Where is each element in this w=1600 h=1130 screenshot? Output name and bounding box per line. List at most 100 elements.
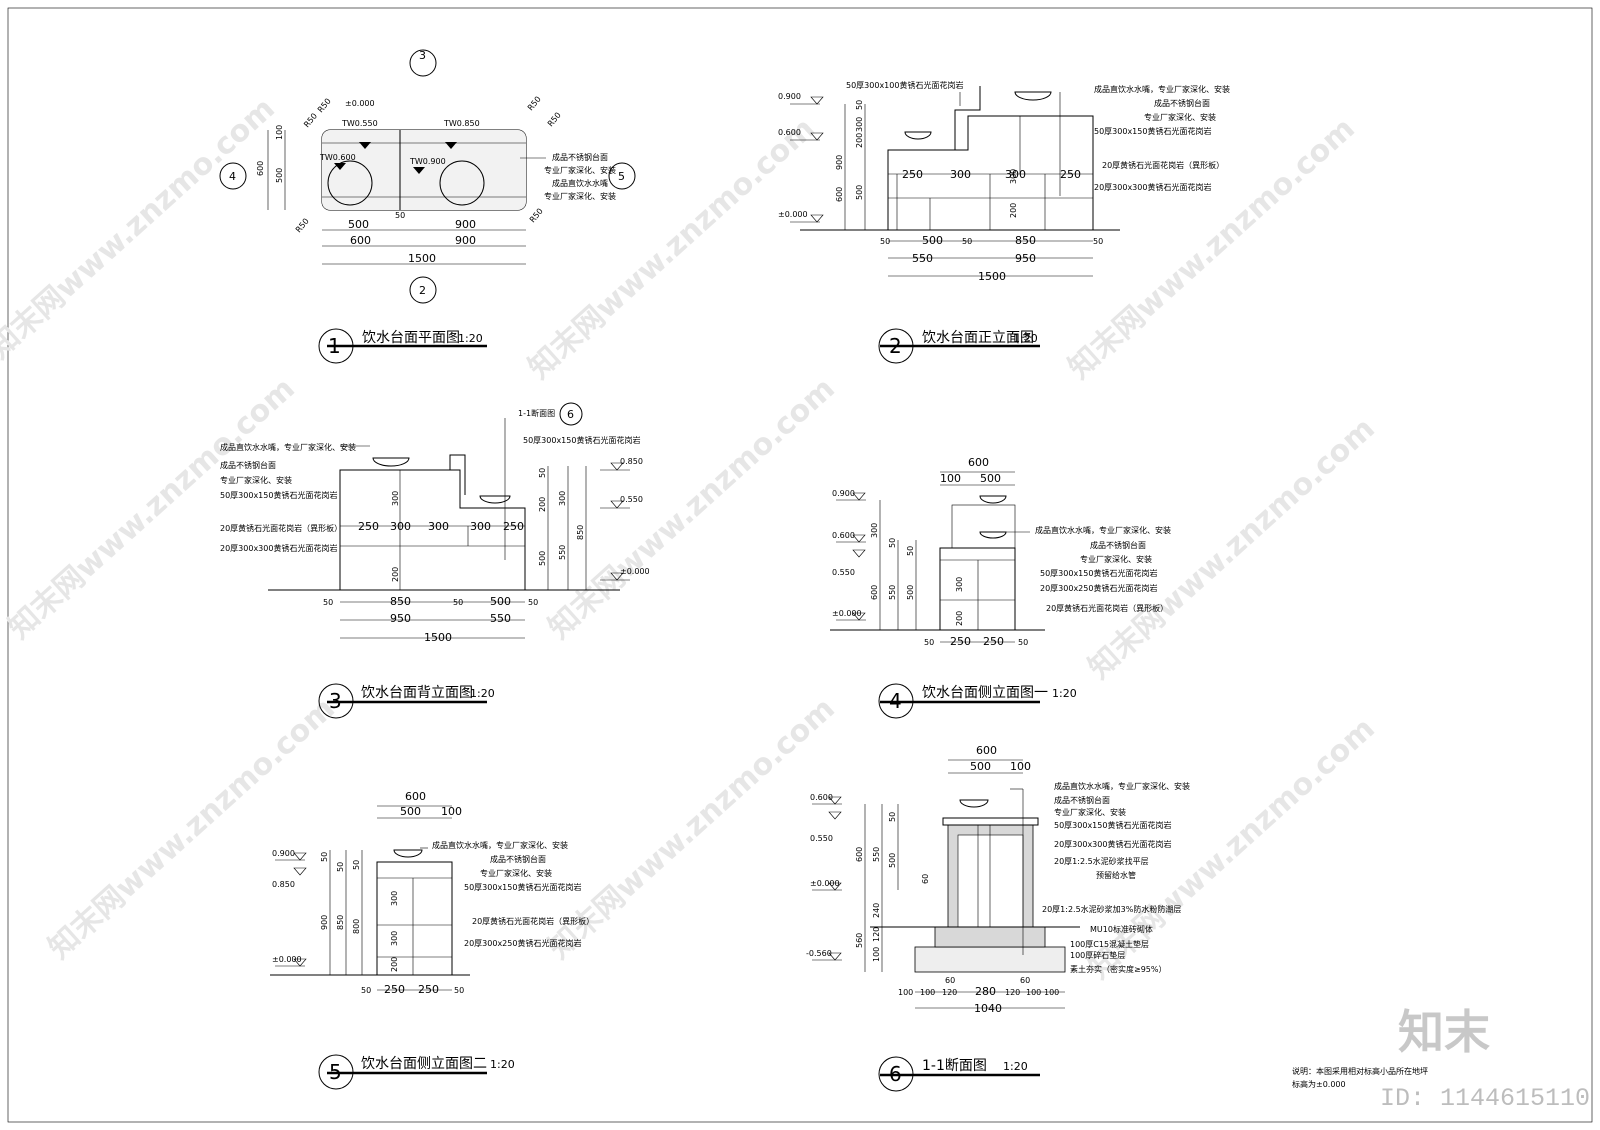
front-note: 50厚300x150黄锈石光面花岗岩: [1094, 126, 1211, 136]
dimension: 120: [872, 927, 881, 942]
basin-high: [1014, 91, 1052, 101]
dimension: 600: [835, 187, 844, 202]
top-level-label: TW0.850: [443, 119, 480, 128]
general-note: 说明：本图采用相对标高小品所在地坪: [1292, 1066, 1428, 1076]
title-number-circle: [878, 1056, 914, 1092]
dimension: 50: [395, 211, 405, 220]
dimension: 50: [906, 546, 915, 556]
dimension: 1500: [424, 631, 452, 644]
section-note: 100厚碎石垫层: [1070, 950, 1125, 960]
dimension: 100: [898, 988, 913, 997]
dimension: 200: [855, 133, 864, 148]
view-scale: 1:20: [458, 332, 483, 345]
dimension: 500: [275, 168, 284, 183]
dimension: 560: [855, 933, 864, 948]
title-number-circle: [878, 683, 914, 719]
dimension: 50: [453, 598, 463, 607]
side1-note: 专业厂家深化、安装: [1080, 554, 1152, 564]
dimension: 100: [872, 947, 881, 962]
general-note: 标高为±0.000: [1292, 1079, 1346, 1089]
dimension: 950: [1015, 252, 1036, 265]
dimension: 100: [1044, 988, 1059, 997]
dimension: 300: [390, 520, 411, 533]
dimension: 120: [1005, 988, 1020, 997]
radius-label: R50: [546, 111, 563, 129]
title-number-circle: [318, 328, 354, 364]
level-label: ±0.000: [832, 609, 862, 618]
dimension: 1500: [978, 270, 1006, 283]
dimension: 900: [455, 234, 476, 247]
section-note: 50厚300x150黄锈石光面花岗岩: [1054, 820, 1171, 830]
dimension: 900: [320, 915, 329, 930]
basin-high: [372, 457, 410, 467]
brand-logo: 知末: [1398, 1005, 1490, 1059]
dimension: 100: [1010, 760, 1031, 773]
dimension: 50: [888, 812, 897, 822]
view-callout-5: [608, 162, 636, 190]
dimension: 50: [528, 598, 538, 607]
title-number-circle: [318, 683, 354, 719]
title-number: 5: [329, 1060, 342, 1084]
view-title: 饮水台面背立面图: [361, 685, 473, 701]
front-note: 专业厂家深化、安装: [1144, 112, 1216, 122]
side1-note: 成品不锈钢台面: [1090, 540, 1146, 550]
plan-note: 成品不锈钢台面: [552, 152, 608, 162]
side1-note: 20厚300x250黄锈石光面花岗岩: [1040, 583, 1157, 593]
watermark-text: 知末网www.znzmo.com: [542, 371, 842, 646]
side2-note: 20厚黄锈石光面花岗岩（異形板）: [472, 916, 594, 926]
side1-note: 成品直饮水水嘴，专业厂家深化、安装: [1035, 525, 1171, 535]
watermark-layer: 知末网www.znzmo.com 知末网www.znzmo.com 知末网www…: [0, 91, 1382, 986]
callout-number: 5: [618, 170, 625, 183]
section-note: 素土夯实（密实度≥95%）: [1070, 964, 1166, 974]
level-label: ±0.000: [345, 99, 375, 108]
dimension: 950: [390, 612, 411, 625]
dimension: 200: [390, 957, 399, 972]
watermark-text: 知末网www.znzmo.com: [42, 691, 342, 966]
radius-label: R50: [528, 207, 545, 225]
dimension: 50: [352, 860, 361, 870]
dimension: 900: [455, 218, 476, 231]
side1-note: 50厚300x150黄锈石光面花岗岩: [1040, 568, 1157, 578]
dimension: 300: [1005, 168, 1026, 181]
level-label: ±0.000: [810, 879, 840, 888]
dimension: 60: [945, 976, 955, 985]
back-note: 成品直饮水水嘴，专业厂家深化、安装: [220, 442, 356, 452]
dimension: 600: [855, 847, 864, 862]
title-number-circle: [878, 328, 914, 364]
dimension: 600: [870, 585, 879, 600]
dimension: 500: [348, 218, 369, 231]
view-title: 饮水台面侧立面图二: [361, 1056, 487, 1072]
level-label: 0.550: [832, 568, 855, 577]
section-callout: [559, 402, 583, 426]
dimension: 240: [872, 903, 881, 918]
dimension: 550: [490, 612, 511, 625]
front-elevation-view: 0.900 0.600 ±0.000 900 600 300 500 200 5…: [778, 80, 1230, 364]
side2-note: 成品不锈钢台面: [490, 854, 546, 864]
dimension: 100: [441, 805, 462, 818]
level-label: -0.560: [806, 949, 832, 958]
level-label: ±0.000: [272, 955, 302, 964]
dimension: 50: [962, 237, 972, 246]
side2-note: 50厚300x150黄锈石光面花岗岩: [464, 882, 581, 892]
side2-note: 专业厂家深化、安装: [480, 868, 552, 878]
dimension: 50: [880, 237, 890, 246]
dimension: 200: [391, 567, 400, 582]
dimension: 1040: [974, 1002, 1002, 1015]
dimension: 280: [975, 985, 996, 998]
dimension: 300: [855, 117, 864, 132]
view-title: 饮水台面侧立面图一: [922, 685, 1048, 701]
view-scale: 1:20: [1052, 687, 1077, 700]
front-note: 20厚黄锈石光面花岗岩（異形板）: [1102, 160, 1224, 170]
radius-label: R50: [294, 217, 311, 235]
basin-left: [327, 160, 373, 206]
back-note: 50厚300x150黄锈石光面花岗岩: [220, 490, 337, 500]
dimension: 600: [405, 790, 426, 803]
dimension: 1500: [408, 252, 436, 265]
concrete-base: [934, 926, 1046, 948]
title-number-circle: [318, 1054, 354, 1090]
front-note: 20厚300x300黄锈石光面花岗岩: [1094, 182, 1211, 192]
section-note: 20厚1:2.5水泥砂浆加3%防水粉防潮层: [1042, 904, 1181, 914]
dimension: 300: [955, 577, 964, 592]
view-title: 饮水台面平面图: [362, 330, 460, 346]
dimension: 250: [358, 520, 379, 533]
